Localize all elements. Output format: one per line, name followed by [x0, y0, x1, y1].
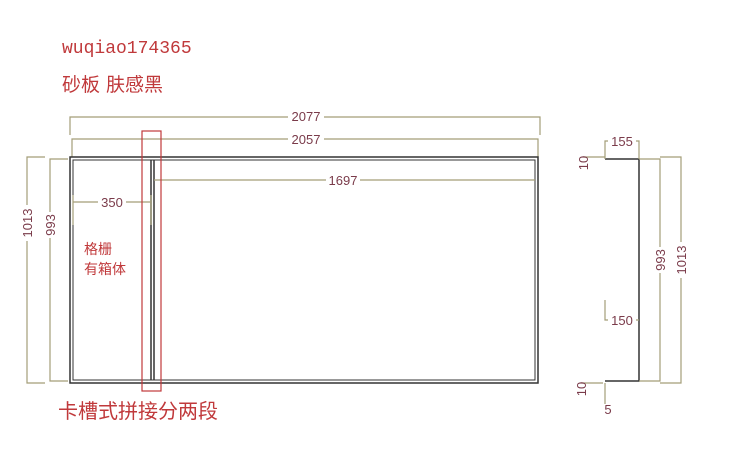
dim-label: 155 — [611, 134, 633, 149]
side-profile — [605, 158, 640, 382]
dim-inner-height: 993 — [43, 158, 68, 382]
dim-top-lip: 10 — [576, 156, 605, 170]
note-box: 有箱体 — [84, 262, 126, 278]
dim-label: 150 — [611, 313, 633, 328]
dim-label: 10 — [574, 382, 589, 396]
dim-label: 993 — [653, 249, 668, 271]
dim-side-inner-height: 993 — [639, 158, 668, 382]
dim-label: 1697 — [329, 173, 358, 188]
dim-label: 2057 — [292, 132, 321, 147]
dim-label: 993 — [43, 214, 58, 236]
dim-bottom-gap: 5 — [604, 383, 612, 417]
dim-side-overall-height: 1013 — [660, 156, 689, 384]
panel-outer-frame — [69, 156, 539, 384]
dim-mid-depth: 150 — [604, 300, 639, 328]
product-code: wuqiao174365 — [62, 39, 192, 59]
note-grille: 格栅 — [84, 242, 112, 258]
dim-label: 5 — [604, 402, 611, 417]
joint-note: 卡槽式拼接分两段 — [58, 399, 218, 423]
dim-label: 350 — [101, 195, 123, 210]
dim-label: 1013 — [20, 209, 35, 238]
dim-overall-width: 2077 — [69, 109, 541, 135]
panel-inner-frame — [72, 159, 536, 381]
dim-right-section: 1697 — [154, 173, 535, 188]
dim-label: 10 — [576, 156, 591, 170]
dim-bottom-lip: 10 — [574, 382, 603, 396]
dim-label: 2077 — [292, 109, 321, 124]
dim-overall-height: 1013 — [20, 156, 45, 384]
panel-divider — [150, 160, 155, 380]
joint-highlight — [141, 130, 162, 392]
dim-inner-width: 2057 — [71, 132, 539, 157]
dim-label: 1013 — [674, 246, 689, 275]
dim-left-section: 350 — [72, 195, 152, 225]
dim-top-depth: 155 — [604, 134, 640, 159]
material-label: 砂板 肤感黑 — [62, 74, 163, 96]
